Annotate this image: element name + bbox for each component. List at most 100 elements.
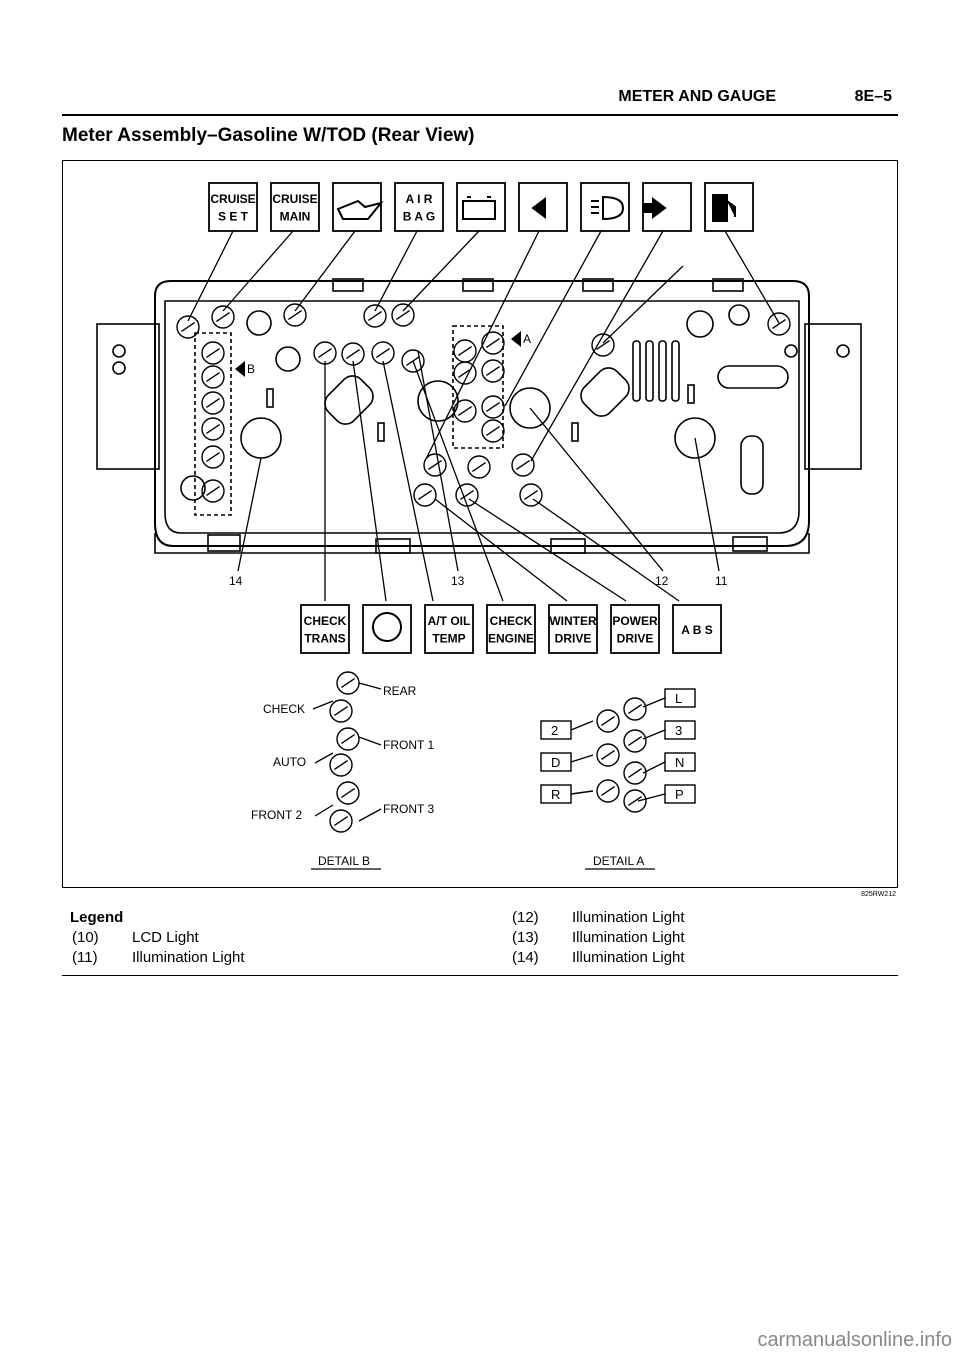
bulb-socket xyxy=(481,395,505,419)
symbol-oil-can xyxy=(332,182,382,232)
bulb-socket-slot xyxy=(486,366,500,376)
detail-a-l: L xyxy=(675,691,682,706)
legend-item: (13)Illumination Light xyxy=(510,928,685,948)
brake-warning-icon xyxy=(372,612,402,642)
detail-a-pointer xyxy=(511,331,521,347)
bulb-socket xyxy=(211,305,235,329)
detail-a-2: 2 xyxy=(551,723,558,738)
section-title: METER AND GAUGE xyxy=(618,88,776,105)
oil-can-icon xyxy=(336,199,384,220)
left-bracket-hole xyxy=(112,344,126,358)
meter-housing xyxy=(154,280,810,547)
bulb-socket xyxy=(481,419,505,443)
gauge-socket-11 xyxy=(674,417,716,459)
bulb-socket xyxy=(767,312,791,336)
bulb-socket-slot xyxy=(428,460,442,470)
bulb-socket xyxy=(519,483,543,507)
legend-item-label: LCD Light xyxy=(132,929,199,946)
bulb-socket-slot xyxy=(206,398,220,408)
symbol-fuel-pump xyxy=(704,182,754,232)
bulb-socket xyxy=(453,361,477,385)
bulb-socket xyxy=(401,349,425,373)
legend-column-left: Legend (10)LCD Light (11)Illumination Li… xyxy=(70,908,245,968)
legend-item-number: (14) xyxy=(512,949,539,966)
bulb-socket-slot xyxy=(601,750,615,760)
symbol-label: S E T xyxy=(218,209,249,223)
symbol-label: B A G xyxy=(403,209,435,223)
bulb-socket-slot xyxy=(772,319,786,329)
symbol-power-drive: POWER DRIVE xyxy=(610,604,660,654)
detail-a-3: 3 xyxy=(675,723,682,738)
bulb-socket xyxy=(596,743,620,767)
bulb-socket-slot xyxy=(206,452,220,462)
bulb-socket-slot xyxy=(460,490,474,500)
gauge-socket-13 xyxy=(417,380,459,422)
bulb-socket-slot xyxy=(628,796,642,806)
bulb-socket xyxy=(623,697,647,721)
bulb-socket-slot xyxy=(341,678,355,688)
bulb-socket-slot xyxy=(334,706,348,716)
symbol-label: ENGINE xyxy=(488,631,534,645)
symbol-label: CRUISE xyxy=(272,192,317,206)
bulb-socket-slot xyxy=(601,716,615,726)
detail-b-title: DETAIL B xyxy=(318,854,370,868)
bulb-socket xyxy=(201,445,225,469)
legend-item: (10)LCD Light xyxy=(70,928,245,948)
legend-bottom-rule xyxy=(62,975,898,976)
symbol-label: MAIN xyxy=(280,209,311,223)
left-arrow-icon xyxy=(531,197,546,219)
detail-b-frame xyxy=(194,332,232,516)
figure-title: Meter Assembly–Gasoline W/TOD (Rear View… xyxy=(62,125,475,146)
lcd-window xyxy=(717,365,789,389)
right-arrow-icon xyxy=(642,197,667,219)
bulb-socket xyxy=(391,303,415,327)
bulb-socket-slot xyxy=(628,768,642,778)
bulb-socket-slot xyxy=(601,786,615,796)
symbol-left-arrow xyxy=(518,182,568,232)
bulb-socket xyxy=(423,453,447,477)
callout-11: 11 xyxy=(715,574,728,588)
headlight-icon xyxy=(591,195,625,221)
detail-b-check: CHECK xyxy=(263,702,305,716)
legend-item-label: Illumination Light xyxy=(572,949,685,966)
legend-column-right: (12)Illumination Light (13)Illumination … xyxy=(510,908,685,968)
symbol-label: POWER xyxy=(612,614,658,628)
bulb-socket xyxy=(201,417,225,441)
bulb-socket-slot xyxy=(346,349,360,359)
bulb-socket xyxy=(336,781,360,805)
symbol-brake xyxy=(362,604,412,654)
bulb-socket xyxy=(481,359,505,383)
symbol-label: CHECK xyxy=(490,614,533,628)
bulb-socket-slot xyxy=(181,322,195,332)
symbol-check-engine: CHECK ENGINE xyxy=(486,604,536,654)
bulb-socket xyxy=(623,761,647,785)
symbol-air-bag: A I RB A G xyxy=(394,182,444,232)
symbol-label: DRIVE xyxy=(617,631,654,645)
detail-a-d: D xyxy=(551,755,560,770)
symbol-abs: A B S xyxy=(672,604,722,654)
detail-b-front2: FRONT 2 xyxy=(251,808,302,822)
callout-13: 13 xyxy=(451,574,465,588)
right-bracket xyxy=(804,323,862,470)
bulb-socket xyxy=(511,453,535,477)
bulb-socket-slot xyxy=(458,406,472,416)
figure-code: 825RW212 xyxy=(861,891,896,898)
bulb-socket xyxy=(329,699,353,723)
bulb-socket xyxy=(623,789,647,813)
detail-b-rear: REAR xyxy=(383,684,417,698)
callout-b: B xyxy=(247,362,255,376)
bulb-socket-slot xyxy=(486,426,500,436)
battery-icon xyxy=(462,196,496,220)
detail-b-pointer xyxy=(235,361,245,377)
bulb-socket-slot xyxy=(341,734,355,744)
callout-14: 14 xyxy=(229,574,243,588)
bulb-socket xyxy=(453,399,477,423)
bulb-socket xyxy=(413,483,437,507)
detail-b-front1: FRONT 1 xyxy=(383,738,434,752)
bulb-socket-slot xyxy=(368,311,382,321)
bulb-socket-slot xyxy=(206,424,220,434)
